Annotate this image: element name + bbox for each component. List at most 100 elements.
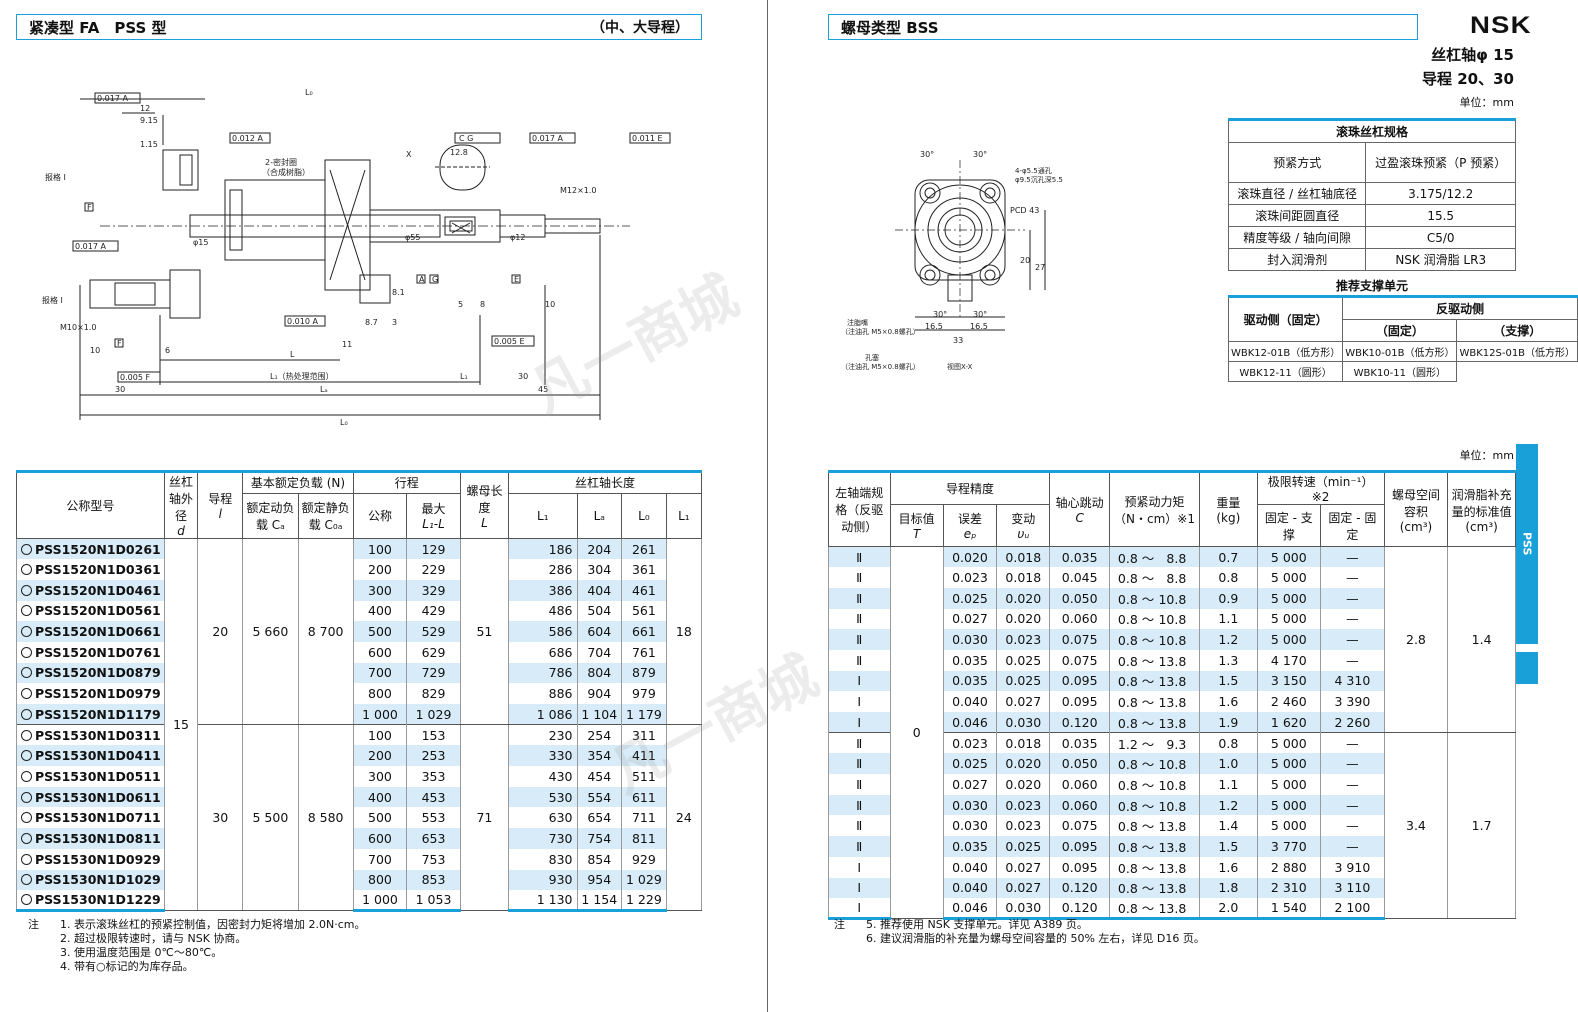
l1-cell: 230 bbox=[508, 724, 578, 746]
speed-ff-cell: — bbox=[1320, 774, 1385, 795]
model-cell: PSS1530N1D0511 bbox=[16, 766, 165, 787]
runout-cell: 0.075 bbox=[1049, 815, 1110, 837]
speed-ff-cell: — bbox=[1320, 629, 1385, 650]
rth-space: 螺母空间容积(cm³) bbox=[1383, 470, 1449, 547]
view-label: 视图X-X bbox=[947, 362, 973, 371]
space-cell: 3.4 bbox=[1383, 732, 1449, 920]
space-cell: 2.8 bbox=[1383, 546, 1449, 734]
runout-cell: 0.075 bbox=[1049, 649, 1110, 671]
torque-cell: 0.8 ～ 10.8 bbox=[1108, 608, 1201, 630]
l1-cell: 830 bbox=[508, 848, 578, 870]
dim-915: 9.15 bbox=[140, 116, 158, 125]
stroke-nominal-cell: 200 bbox=[352, 559, 408, 580]
spec-cell: Ⅰ bbox=[828, 691, 891, 712]
rth-speed: 极限转速（min⁻¹）※2 bbox=[1256, 470, 1385, 505]
dim-10b: 10 bbox=[90, 346, 100, 355]
lo-cell: 611 bbox=[621, 786, 667, 808]
mass-cell: 1.2 bbox=[1199, 794, 1258, 816]
dim-10: 10 bbox=[545, 300, 555, 309]
support-support: （支撑） bbox=[1456, 319, 1578, 342]
rth-speed-ff: 固定 - 固定 bbox=[1320, 504, 1385, 547]
torque-cell: 0.8 ～ 10.8 bbox=[1108, 629, 1201, 650]
lo-cell: 1 179 bbox=[621, 704, 667, 725]
var-cell: 0.023 bbox=[996, 629, 1051, 650]
dim-la: Lₐ bbox=[320, 385, 328, 394]
l1-cell: 286 bbox=[508, 559, 578, 580]
stock-mark-icon bbox=[21, 812, 32, 824]
mass-cell: 1.9 bbox=[1199, 712, 1258, 733]
runout-cell: 0.120 bbox=[1049, 877, 1110, 899]
stroke-max-cell: 653 bbox=[406, 828, 461, 849]
tol-0005f: 0.005 F bbox=[120, 373, 150, 382]
stroke-max-cell: 129 bbox=[406, 538, 461, 560]
spec-k-3: 精度等级 / 轴向间隙 bbox=[1227, 226, 1367, 249]
stroke-nominal-cell: 600 bbox=[352, 828, 408, 849]
err-cell: 0.025 bbox=[942, 753, 998, 775]
spec-cell: Ⅱ bbox=[828, 815, 891, 837]
stroke-max-cell: 1 053 bbox=[406, 890, 461, 913]
mass-cell: 1.5 bbox=[1199, 670, 1258, 692]
torque-cell: 0.8 ～ 13.8 bbox=[1108, 836, 1201, 857]
left-note-2: 2. 超过极限转速时，请与 NSK 协商。 bbox=[60, 932, 247, 945]
sta-load-cell: 8 580 bbox=[297, 724, 354, 912]
dim-l1-heat: L₁（热处理范围） bbox=[270, 371, 334, 381]
var-cell: 0.023 bbox=[996, 794, 1051, 816]
side-tab-blank[interactable] bbox=[1516, 652, 1538, 684]
holes-label: 4-φ5.5通孔 bbox=[1015, 166, 1052, 175]
lo-cell: 461 bbox=[621, 579, 667, 601]
runout-cell: 0.120 bbox=[1049, 898, 1110, 921]
spec-cell: Ⅱ bbox=[828, 608, 891, 630]
tol-0017c: 0.017 A bbox=[75, 242, 106, 251]
mass-cell: 1.2 bbox=[1199, 629, 1258, 650]
dim-lo-top: L₀ bbox=[305, 88, 313, 97]
th-lo: L₀ bbox=[621, 492, 667, 540]
nut-length-cell: 71 bbox=[459, 724, 510, 912]
err-cell: 0.030 bbox=[942, 794, 998, 816]
stock-mark-icon bbox=[21, 688, 32, 700]
torque-cell: 0.8 ～ 13.8 bbox=[1108, 712, 1201, 733]
th-dyn: 额定动负载 Cₐ bbox=[242, 492, 299, 540]
nsk-logo: NSK bbox=[1470, 12, 1532, 39]
datum-e: E bbox=[514, 275, 519, 284]
var-cell: 0.030 bbox=[996, 898, 1051, 921]
support-r1-2: WBK12S-01B（低方形） bbox=[1456, 341, 1578, 362]
model-cell: PSS1530N1D0811 bbox=[16, 828, 165, 849]
spec-v-0: 过盈滚珠预紧（P 预紧） bbox=[1365, 142, 1516, 183]
unit-table: 单位：mm bbox=[1459, 449, 1514, 462]
runout-cell: 0.095 bbox=[1049, 691, 1110, 712]
left-notes: 注 1. 表示滚珠丝杠的预紧控制值，因密封力矩将增加 2.0N·cm。 2. 超… bbox=[28, 918, 365, 974]
model-cell: PSS1520N1D0561 bbox=[16, 600, 165, 622]
datum-g: G bbox=[432, 275, 438, 284]
tol-0012a: 0.012 A bbox=[232, 134, 263, 143]
runout-cell: 0.060 bbox=[1049, 774, 1110, 795]
err-cell: 0.023 bbox=[942, 567, 998, 588]
la-cell: 804 bbox=[576, 662, 623, 684]
right-notes-label: 注 bbox=[834, 918, 845, 931]
speed-fs-cell: 5 000 bbox=[1256, 732, 1322, 754]
support-title: 推荐支撑单元 bbox=[1335, 279, 1408, 293]
oil-nipple-note: （注油孔 M5×0.8螺孔） bbox=[841, 327, 920, 336]
stroke-nominal-cell: 300 bbox=[352, 579, 408, 601]
stroke-nominal-cell: 800 bbox=[352, 869, 408, 891]
left-page: 紧凑型 FA PSS 型 （中、大导程） bbox=[0, 0, 768, 1012]
la-cell: 404 bbox=[576, 579, 623, 601]
speed-ff-cell: — bbox=[1320, 753, 1385, 775]
lo-cell: 879 bbox=[621, 662, 667, 684]
side-tab-pss[interactable]: PSS bbox=[1516, 444, 1538, 644]
mass-cell: 1.4 bbox=[1199, 815, 1258, 837]
la-cell: 354 bbox=[576, 745, 623, 767]
speed-ff-cell: 2 100 bbox=[1320, 898, 1385, 921]
lo-cell: 511 bbox=[621, 766, 667, 787]
torque-cell: 0.8 ～ 13.8 bbox=[1108, 815, 1201, 837]
page-divider bbox=[767, 0, 768, 1012]
dim-30a: 30 bbox=[115, 385, 125, 394]
speed-ff-cell: 3 110 bbox=[1320, 877, 1385, 899]
